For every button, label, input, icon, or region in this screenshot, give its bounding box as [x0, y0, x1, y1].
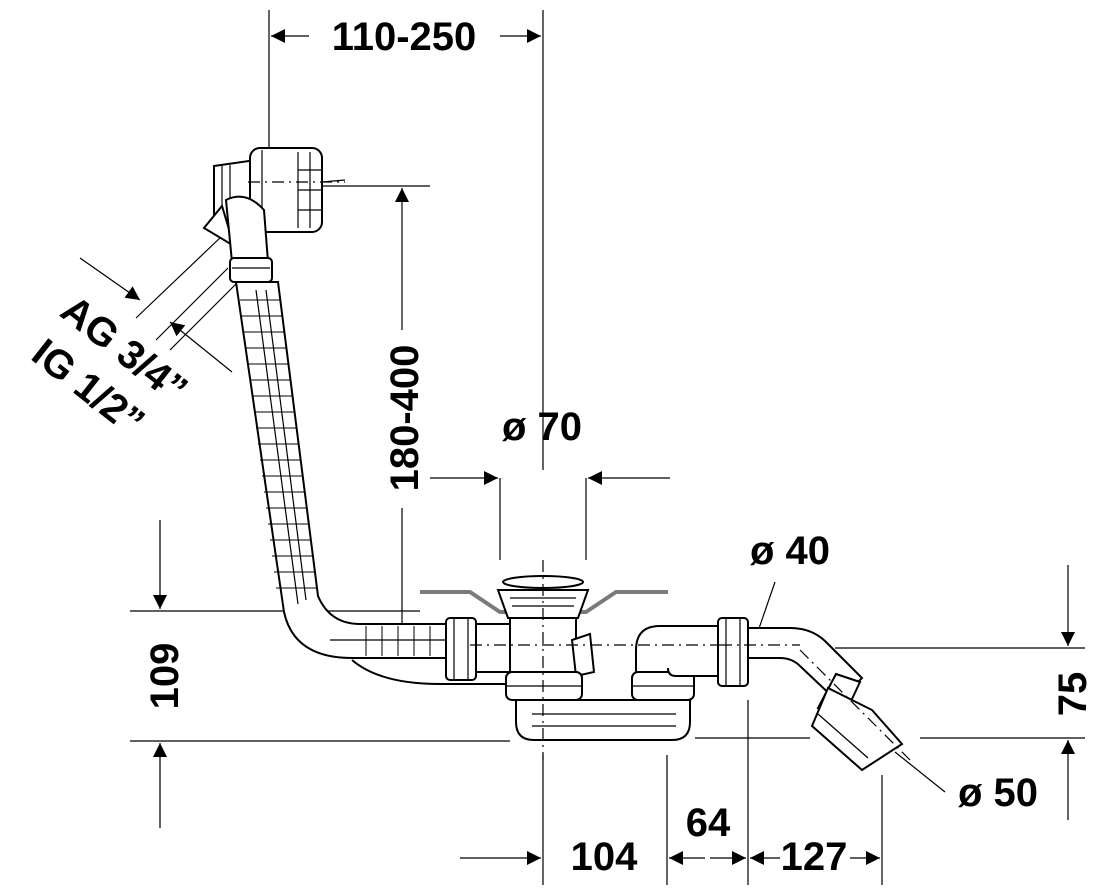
dim-outlet-diameter-40: ø 40 [750, 529, 830, 573]
flexible-hose [234, 281, 520, 685]
extension-lines [130, 10, 1085, 885]
dim-waste-diameter: ø 70 [502, 405, 582, 449]
dim-overflow-offset: 110-250 [332, 15, 477, 59]
overflow-head [202, 147, 346, 283]
dim-127: 127 [781, 835, 848, 879]
outlet-elbow [747, 627, 904, 772]
dim-104: 104 [571, 835, 638, 879]
dimension-lines [79, 29, 1075, 865]
center-lines [248, 181, 911, 761]
dim-outlet-height: 75 [1051, 672, 1095, 717]
dim-outlet-diameter-50: ø 50 [958, 771, 1038, 815]
dim-64: 64 [686, 801, 731, 845]
dim-trap-height: 109 [143, 643, 187, 710]
dim-overflow-height: 180-400 [383, 345, 427, 492]
waste-body [445, 617, 749, 741]
waste-plug [420, 575, 668, 619]
